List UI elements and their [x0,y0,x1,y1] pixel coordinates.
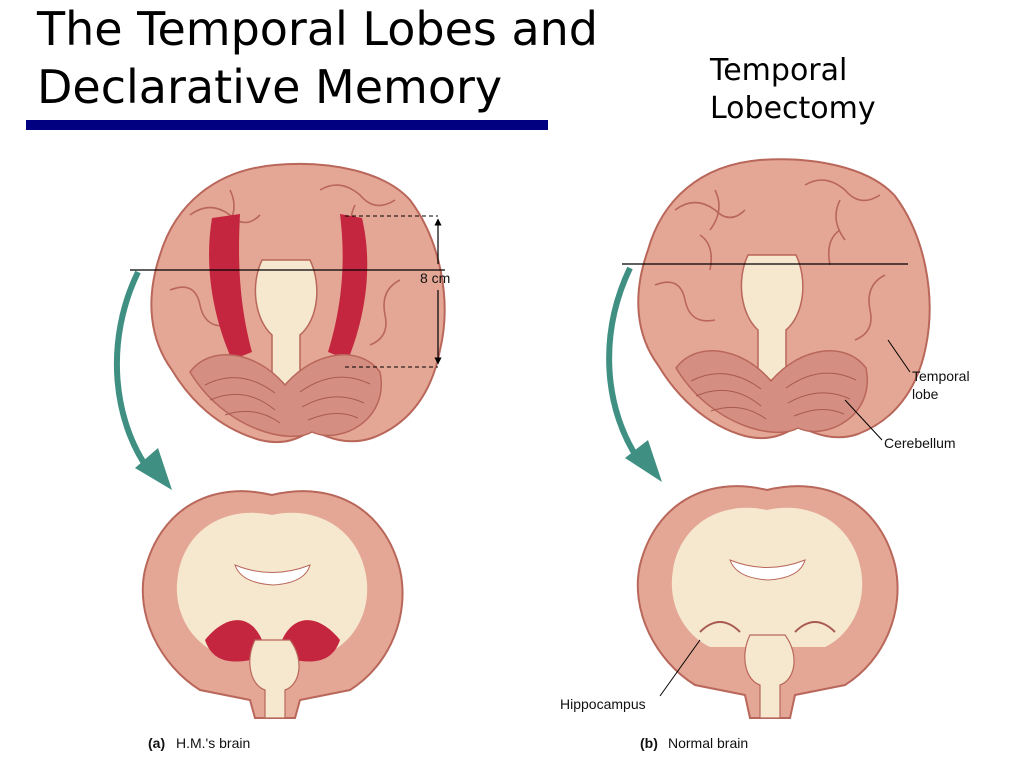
cerebellum-label: Cerebellum [884,435,956,451]
normal-coronal-section [638,486,898,718]
temporal-lobe-label-line2: lobe [912,386,939,402]
hm-ventral-brain [151,164,444,442]
panel-a-caption: H.M.'s brain [176,735,250,751]
measure-label: 8 cm [420,270,450,286]
normal-ventral-brain [638,159,929,438]
panel-b-letter: (b) [640,735,658,751]
panel-b-caption: Normal brain [668,735,748,751]
temporal-lobe-label-line1: Temporal [912,368,970,384]
hippocampus-label: Hippocampus [560,696,646,712]
hm-coronal-section [143,491,403,718]
panel-a-caption-line: (a) H.M.'s brain [148,735,250,751]
panel-b-caption-line: (b) Normal brain [640,735,748,751]
normal-curved-arrow [609,268,640,462]
hm-curved-arrow [117,272,150,472]
panel-a-letter: (a) [148,735,165,751]
